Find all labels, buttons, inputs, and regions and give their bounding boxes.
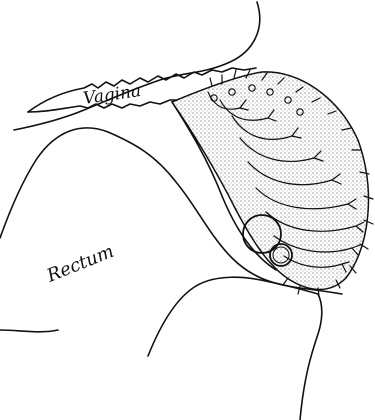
lower-contour [0,330,58,332]
rectum-label: Rectum [43,241,117,287]
perineal-contour [148,277,322,420]
